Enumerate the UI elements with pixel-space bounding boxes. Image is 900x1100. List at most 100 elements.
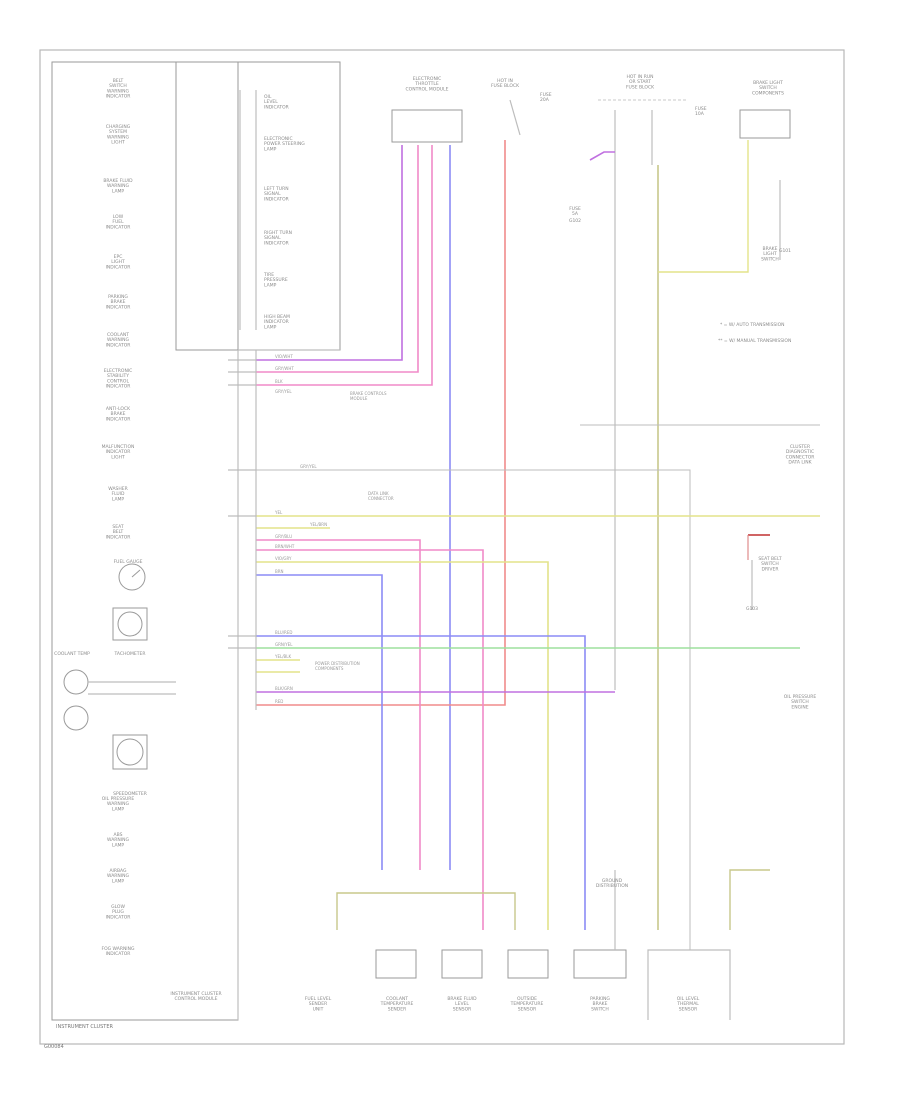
wire-label: GRY/WHT: [275, 366, 294, 371]
wire-label: GRY/YEL: [300, 464, 317, 469]
wire-label: BLK/GRN: [275, 686, 293, 691]
gauge-label: COOLANT TEMP: [54, 651, 90, 657]
ground-label: G103: [746, 606, 758, 612]
ground-label: G101: [779, 248, 791, 254]
wire-pink-4: [256, 549, 484, 930]
gauge-label: SPEEDOMETER: [113, 791, 147, 797]
wire-blue-3: [256, 635, 586, 930]
gauge-tachometer: [112, 607, 148, 641]
wire-label: BLK: [275, 379, 283, 384]
wire-label: YEL/BLK: [274, 654, 292, 659]
sensor-box-2: [441, 949, 483, 979]
instrument-cluster-box: [51, 61, 239, 1021]
wire-red-1: [256, 140, 506, 706]
gauge-label: FUEL GAUGE: [114, 559, 143, 565]
wire-label: GRY/YEL: [275, 389, 292, 394]
wire-label: VIO/GRY: [275, 556, 292, 561]
cluster-connectors: [228, 350, 257, 710]
ground-label: G102: [569, 218, 581, 224]
ground-symbols: [614, 180, 781, 950]
gauge-speedometer: [112, 734, 148, 770]
sensor-box-1: [375, 949, 417, 979]
wire-violet-1: [256, 145, 403, 361]
wire-label: BLU/RED: [275, 630, 292, 635]
wire-pink-1: [256, 145, 419, 373]
figure-id: G00084: [44, 1044, 64, 1050]
wire-olive-1: [657, 140, 749, 930]
wire-label: BRN/WHT: [275, 544, 295, 549]
wire-pink-2: [256, 145, 433, 386]
wire-label: GRY/BLU: [275, 534, 292, 539]
wire-yellow-3: [256, 659, 300, 673]
wire-pink-3: [256, 539, 421, 870]
throttle-module-box: [391, 109, 463, 143]
wire-violet-2: [589, 151, 615, 161]
note: ** = W/ MANUAL TRANSMISSION: [718, 338, 791, 344]
wire-blue-2: [256, 574, 383, 870]
wire-olive-bottom: [336, 869, 770, 930]
wire-label: YEL: [274, 510, 283, 515]
gauge-fuel: [118, 563, 146, 591]
note: * = W/ AUTO TRANSMISSION: [720, 322, 785, 328]
gauge-coolant: [63, 669, 176, 731]
brake-switch-box: [739, 109, 791, 139]
wire-label: VIO/WHT: [275, 354, 293, 359]
wire-gray-diagnostic: [256, 424, 820, 950]
sensor-box-4: [573, 949, 627, 979]
diagram-frame: [39, 49, 845, 1045]
instrument-cluster-title: INSTRUMENT CLUSTER: [56, 1024, 114, 1030]
sensor-box-3: [507, 949, 549, 979]
wire-label: GRN/YEL: [275, 642, 293, 647]
wire-yellow-2: [256, 561, 549, 930]
wire-yellow-seatbelt: [256, 515, 820, 529]
wire-label: RED: [275, 699, 283, 704]
cluster-top-right-box: [175, 61, 341, 351]
cluster-right-indicators: [239, 90, 257, 330]
wire-darkred-seatbelt: [747, 534, 770, 560]
